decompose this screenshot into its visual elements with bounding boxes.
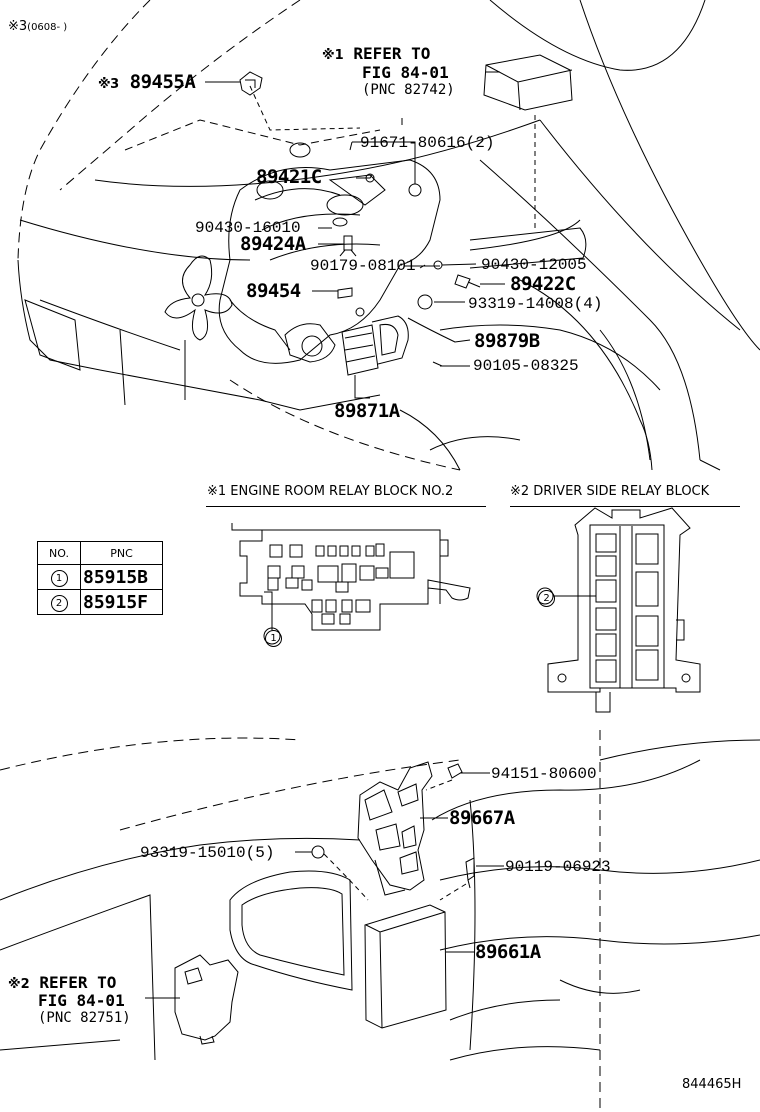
engine-assembly	[164, 54, 573, 376]
ref1-pnc: (PNC 82742)	[362, 82, 455, 98]
part-94151-80600: 94151-80600	[491, 765, 597, 783]
part-90430-12005: 90430-12005	[481, 256, 587, 274]
ref2-pnc: (PNC 82751)	[38, 1010, 131, 1026]
section-title-driver-side-relay-block: ※2 DRIVER SIDE RELAY BLOCK	[510, 484, 710, 499]
engine-room-relay-block	[231, 523, 471, 645]
pnc-table: NO. PNC 1 85915B 2 85915F	[37, 541, 163, 615]
part-93319-14008: 93319-14008(4)	[468, 295, 603, 313]
part-90430-16010: 90430-16010	[195, 219, 301, 237]
table-row: 2 85915F	[37, 589, 163, 615]
ref2-label: ※2 REFER TO	[8, 973, 117, 992]
table-cell-pnc: 85915B	[80, 564, 163, 590]
part-90179-08101: 90179-08101	[310, 257, 416, 275]
part-89879B: 89879B	[474, 330, 540, 352]
ref2-fig: FIG 84-01	[38, 991, 125, 1010]
drawing-id: 844465H	[682, 1077, 742, 1092]
part-89454: 89454	[246, 280, 301, 302]
callout-1: 1	[265, 629, 282, 647]
section-rule-engine-room	[206, 506, 486, 507]
driver-side-relay-block	[536, 507, 701, 713]
part-89667A: 89667A	[449, 807, 515, 829]
ref1-fig: FIG 84-01	[362, 63, 449, 82]
table-row: 1 85915B	[37, 564, 163, 590]
section-rule-driver-side	[510, 506, 740, 507]
table-cell-no: 2	[37, 589, 81, 615]
part-89422C: 89422C	[510, 273, 576, 295]
part-90119-06923: 90119-06923	[505, 858, 611, 876]
part-89421C: 89421C	[256, 166, 322, 188]
table-cell-pnc: 85915F	[80, 589, 163, 615]
vehicle-body-outline-top	[17, 0, 760, 471]
part-93319-15010: 93319-15010(5)	[140, 844, 275, 862]
vehicle-body-outline-bottom	[0, 730, 760, 1112]
part-89871A: 89871A	[334, 400, 400, 422]
part-89661A: 89661A	[475, 941, 541, 963]
part-89424A: 89424A	[240, 233, 306, 255]
part-89455A: ※3 89455A	[98, 71, 196, 93]
ref1-label: ※1 REFER TO	[322, 44, 431, 63]
note3-header: ※3(0608- )	[8, 19, 68, 34]
leader-lines-top	[205, 71, 536, 399]
pnc-table-header-pnc: PNC	[80, 541, 163, 565]
part-91671-80616: 91671-80616(2)	[360, 134, 495, 152]
part-90105-08325: 90105-08325	[473, 357, 579, 375]
table-cell-no: 1	[37, 564, 81, 590]
pnc-table-header-no: NO.	[37, 541, 81, 565]
callout-2: 2	[538, 589, 555, 607]
section-title-engine-room-relay-block: ※1 ENGINE ROOM RELAY BLOCK NO.2	[207, 484, 454, 499]
pnc-table-header: NO. PNC	[37, 541, 163, 565]
leader-lines-bottom	[145, 772, 504, 999]
